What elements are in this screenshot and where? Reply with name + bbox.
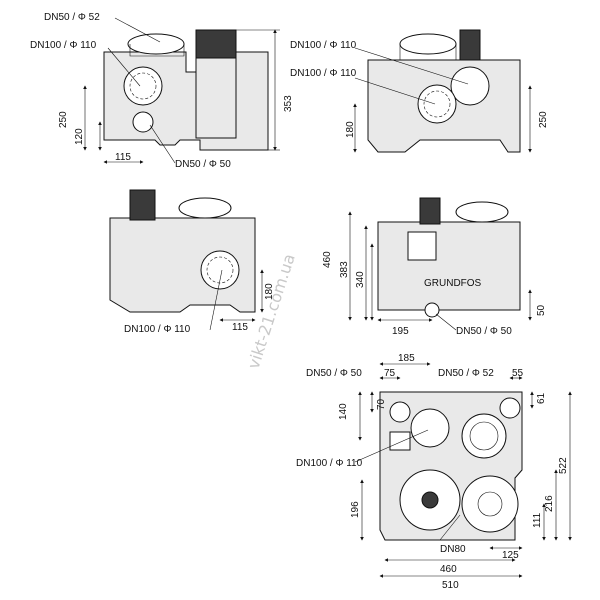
inspection-lid-icon <box>127 33 185 55</box>
side-dn50-label: DN50 / Φ 50 <box>456 326 512 337</box>
impeller-icon <box>421 491 439 509</box>
pump-column <box>195 57 237 139</box>
side-dim-50: 50 <box>536 304 547 316</box>
outlet-dn100-rear <box>450 66 490 106</box>
motor-rear-icon <box>459 29 481 61</box>
service-hatch-top <box>389 431 411 451</box>
top-dim-510: 510 <box>442 580 459 591</box>
rear-dim-180: 180 <box>345 121 356 138</box>
left-dim-180: 180 <box>264 283 275 300</box>
top-dim-196: 196 <box>350 501 361 518</box>
top-dim-522: 522 <box>558 457 569 474</box>
side-view <box>348 197 532 331</box>
side-brand-label: GRUNDFOS <box>424 278 482 289</box>
rear-dn100-b-label: DN100 / Φ 110 <box>290 68 357 79</box>
top-dim-55: 55 <box>512 368 524 379</box>
front-dn100-label: DN100 / Φ 110 <box>30 40 97 51</box>
inlet-dn100-left <box>200 250 240 290</box>
top-dim-460: 460 <box>440 564 457 575</box>
inlet-dn50-side <box>424 302 440 318</box>
left-dn100-label: DN100 / Φ 110 <box>124 324 191 335</box>
top-dn80-label: DN80 <box>440 544 466 555</box>
top-view <box>354 362 572 578</box>
left-dim-115: 115 <box>232 322 248 333</box>
outlet-dn50-top <box>499 397 521 419</box>
top-dim-111: 111 <box>532 512 543 528</box>
top-dn100-label: DN100 / Φ 110 <box>296 458 363 469</box>
front-dim-353: 353 <box>283 95 294 112</box>
side-dim-383: 383 <box>339 261 350 278</box>
front-dim-250: 250 <box>58 111 69 128</box>
pump-chamber-right <box>461 475 519 533</box>
top-dn50-right-label: DN50 / Φ 52 <box>438 368 494 379</box>
top-dim-61: 61 <box>536 392 547 404</box>
rear-view <box>353 29 532 153</box>
top-dim-75: 75 <box>384 368 396 379</box>
inlet-dn50-front <box>132 111 154 133</box>
side-dim-195: 195 <box>392 326 409 337</box>
side-dim-460: 460 <box>322 251 333 268</box>
tank-body-front <box>103 51 269 151</box>
top-dim-216: 216 <box>544 495 555 512</box>
side-dim-340: 340 <box>355 271 366 288</box>
inlet-dn50-top <box>389 401 411 423</box>
inspection-lid-side-icon <box>455 201 509 223</box>
inlet-dn100-top <box>410 408 450 448</box>
front-dim-120: 120 <box>74 128 85 145</box>
motor-housing-icon <box>195 29 237 59</box>
front-dn50-top-label: DN50 / Φ 52 <box>44 12 100 23</box>
tank-body-side <box>377 221 521 311</box>
inlet-dn100-front <box>123 66 163 106</box>
front-dim-115: 115 <box>115 152 131 163</box>
front-dn50-bottom-label: DN50 / Φ 50 <box>175 159 231 170</box>
top-dim-185: 185 <box>398 353 415 364</box>
inspection-lid-left-icon <box>178 197 232 219</box>
top-dn50-left-label: DN50 / Φ 50 <box>306 368 362 379</box>
top-dim-125: 125 <box>502 550 519 561</box>
rear-dim-250: 250 <box>538 111 549 128</box>
left-view <box>109 189 264 331</box>
motor-side-icon <box>419 197 441 225</box>
top-dim-70: 70 <box>376 398 387 410</box>
service-hatch <box>407 231 437 261</box>
inlet-dn100-rear <box>417 84 457 124</box>
motor-left-icon <box>129 189 156 221</box>
top-dim-140: 140 <box>338 403 349 420</box>
inspection-lid-rear-icon <box>399 33 457 55</box>
rear-dn100-a-label: DN100 / Φ 110 <box>290 40 357 51</box>
inspection-lid-top-icon <box>461 413 507 459</box>
front-view <box>83 17 280 164</box>
